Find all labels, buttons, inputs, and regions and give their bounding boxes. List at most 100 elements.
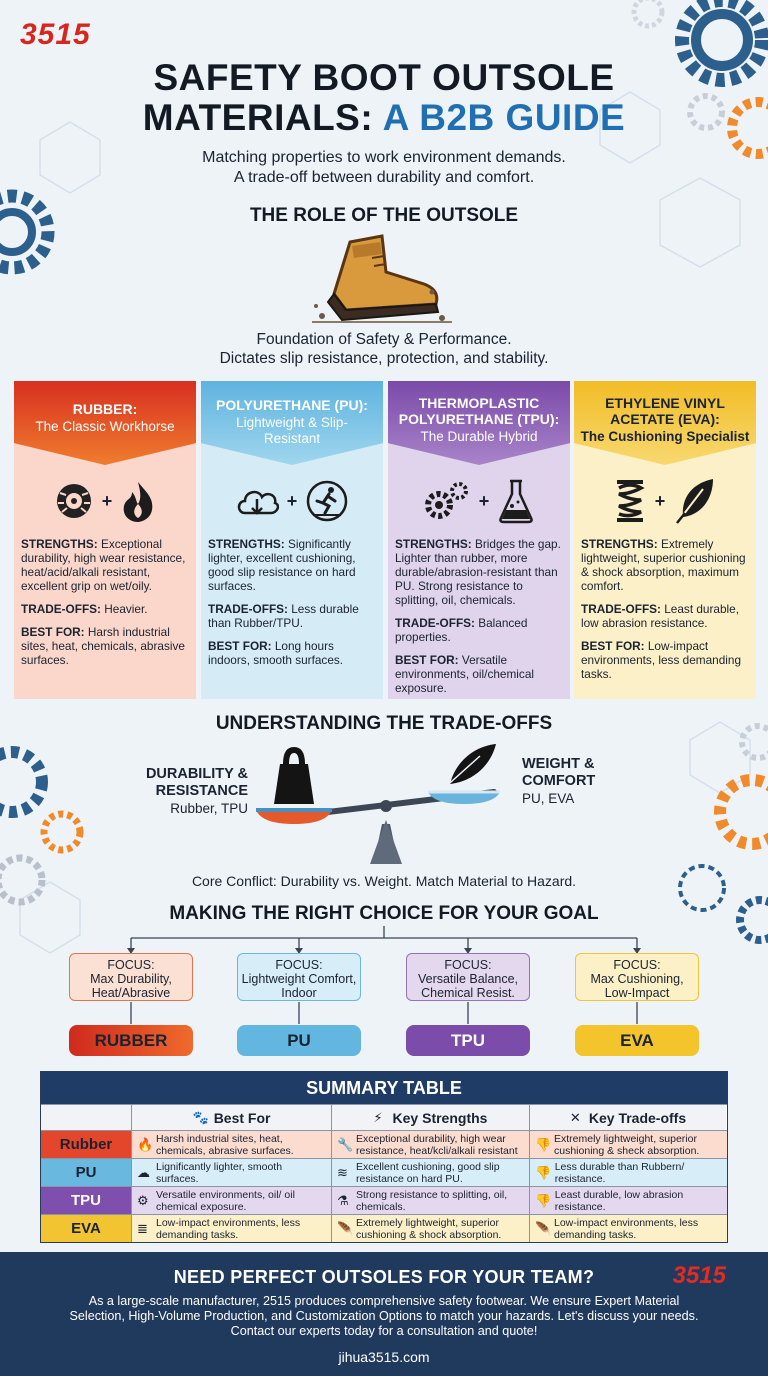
material-tradeoffs: Less durable than Rubber/TPU.: [208, 602, 359, 630]
focus-box-eva: FOCUS: Max Cushioning, Low-Impact: [575, 953, 699, 1001]
scale-label-durability: DURABILITY & RESISTANCE Rubber, TPU: [145, 766, 248, 816]
material-header: RUBBER: The Classic Workhorse: [14, 381, 196, 465]
scale-label-comfort: WEIGHT & COMFORT PU, EVA: [522, 756, 596, 806]
table-row: EVA ≣Low-impact environments, less deman…: [41, 1214, 727, 1242]
material-name: THERMOPLASTIC POLYURETHANE (TPU):: [398, 395, 560, 427]
page-title: SAFETY BOOT OUTSOLE MATERIALS: A B2B GUI…: [0, 58, 768, 138]
thumbs-down-icon: 👎: [535, 1192, 552, 1208]
slip-warning-icon: [307, 480, 348, 522]
material-header: THERMOPLASTIC POLYURETHANE (TPU): The Du…: [388, 381, 570, 465]
material-details: STRENGTHS: Bridges the gap. Lighter than…: [395, 537, 561, 695]
subtitle-line-1: Matching properties to work environment …: [202, 149, 566, 166]
thumbs-down-icon: 👎: [535, 1136, 552, 1152]
cloud-icon: ☁: [137, 1164, 150, 1180]
material-strengths: Significantly lighter, excellent cushion…: [208, 537, 356, 593]
material-icons: +: [574, 465, 756, 537]
material-details: STRENGTHS: Significantly lighter, excell…: [208, 537, 359, 667]
focus-box-pu: FOCUS: Lightweight Comfort, Indoor: [237, 953, 361, 1001]
brand-logo: 3515: [20, 18, 91, 51]
wind-icon: ≋: [337, 1164, 348, 1180]
material-card-rubber: RUBBER: The Classic Workhorse + STRENGTH…: [14, 381, 196, 699]
material-strengths: Bridges the gap. Lighter than rubber, mo…: [395, 537, 561, 607]
footer-heading: NEED PERFECT OUTSOLES FOR YOUR TEAM?: [173, 1267, 595, 1287]
material-icons: +: [14, 465, 196, 537]
choice-connector-lines: [127, 926, 641, 1024]
thumbs-down-icon: 👎: [535, 1164, 552, 1180]
feather-icon: 🪶: [337, 1220, 354, 1236]
material-subtitle: The Cushioning Specialist: [580, 429, 750, 444]
material-name: RUBBER:: [72, 401, 138, 417]
focus-box-tpu: FOCUS: Versatile Balance, Chemical Resis…: [406, 953, 530, 1001]
row-label: TPU: [41, 1187, 131, 1214]
subtitle: Matching properties to work environment …: [0, 148, 768, 188]
title-line-2: MATERIALS: A B2B GUIDE: [0, 98, 768, 138]
material-subtitle: The Durable Hybrid: [420, 429, 538, 444]
footer-website-link[interactable]: jihua3515.com: [338, 1349, 430, 1365]
feather-icon: 🪶: [535, 1220, 552, 1236]
paw-icon: 🐾: [192, 1109, 209, 1125]
material-strengths: Exceptional durability, high wear resist…: [21, 537, 186, 593]
role-heading: THE ROLE OF THE OUTSOLE: [249, 205, 519, 226]
wrench-icon: 🔧: [337, 1136, 354, 1152]
material-name: ETHYLENE VINYL ACETATE (EVA):: [605, 395, 725, 427]
material-tradeoffs: Balanced properties.: [395, 616, 528, 644]
footer-banner: 3515 NEED PERFECT OUTSOLES FOR YOUR TEAM…: [0, 1252, 768, 1376]
pill-pu: PU: [237, 1025, 361, 1056]
gears-icon: [424, 482, 468, 519]
pill-tpu: TPU: [406, 1025, 530, 1056]
pill-rubber: RUBBER: [69, 1025, 193, 1056]
role-description: Foundation of Safety & Performance. Dict…: [0, 330, 768, 368]
material-card-pu: POLYURETHANE (PU): Lightweight & Slip-Re…: [201, 381, 383, 699]
title-part-a: MATERIALS:: [142, 97, 374, 138]
cross-icon: ✕: [569, 1109, 581, 1125]
material-icons: +: [201, 465, 383, 537]
role-line-1: Foundation of Safety & Performance.: [256, 331, 512, 348]
table-row: PU ☁Lignificantly lighter, smooth surfac…: [41, 1158, 727, 1186]
balance-scale-icon: [256, 744, 500, 864]
weight-icon: [274, 746, 314, 804]
material-best-for: Harsh industrial sites, heat, chemicals,…: [21, 625, 185, 667]
material-best-for: Long hours indoors, smooth surfaces.: [208, 639, 344, 667]
material-tradeoffs: Heavier.: [104, 602, 148, 616]
cloud-icon: [237, 490, 279, 515]
material-header: ETHYLENE VINYL ACETATE (EVA): The Cushio…: [574, 381, 756, 465]
row-label: PU: [41, 1159, 131, 1186]
material-card-tpu: THERMOPLASTIC POLYURETHANE (TPU): The Du…: [388, 381, 570, 699]
plus-sign: +: [286, 490, 298, 511]
feather-icon: [676, 479, 714, 524]
boot-icon: [312, 234, 452, 323]
summary-table-title: SUMMARY TABLE: [41, 1072, 727, 1104]
tradeoff-heading: UNDERSTANDING THE TRADE-OFFS: [215, 713, 553, 734]
flame-icon: [123, 482, 153, 522]
title-part-b: A B2B GUIDE: [382, 97, 626, 138]
spring-icon: [616, 480, 645, 522]
material-subtitle: Lightweight & Slip-Resistant: [236, 415, 348, 446]
core-conflict-text: Core Conflict: Durability vs. Weight. Ma…: [191, 873, 577, 889]
flame-icon: 🔥: [137, 1136, 154, 1152]
choice-heading: MAKING THE RIGHT CHOICE FOR YOUR GOAL: [169, 903, 599, 924]
summary-table: SUMMARY TABLE 🐾Best For ⚡ Key Strengths ✕…: [40, 1071, 728, 1243]
gears-icon: ⚙: [137, 1192, 149, 1208]
footer-logo: 3515: [672, 1262, 726, 1289]
subtitle-line-2: A trade-off between durability and comfo…: [233, 169, 535, 186]
pill-eva: EVA: [575, 1025, 699, 1056]
lightning-icon: ⚡: [373, 1109, 383, 1125]
role-line-2: Dictates slip resistance, protection, an…: [219, 350, 549, 367]
table-row: Rubber 🔥Harsh industrial sites, heat, ch…: [41, 1130, 727, 1158]
material-subtitle: The Classic Workhorse: [35, 419, 175, 434]
material-best-for: Versatile environments, oil/chemical exp…: [395, 653, 534, 695]
flask-icon: ⚗: [337, 1192, 349, 1208]
row-label: EVA: [41, 1215, 131, 1242]
material-strengths: Extremely lightweight, superior cushioni…: [581, 537, 746, 593]
plus-sign: +: [478, 490, 490, 511]
plus-sign: +: [654, 490, 666, 511]
material-name: POLYURETHANE (PU):: [216, 397, 368, 413]
material-best-for: Low-impact environments, less demanding …: [581, 639, 742, 681]
title-line-1: SAFETY BOOT OUTSOLE: [153, 57, 615, 98]
table-header: Key Strengths: [392, 1109, 488, 1126]
table-header: Best For: [213, 1109, 271, 1126]
table-header-row: 🐾Best For ⚡Key Strengths ✕Key Trade-offs: [41, 1104, 727, 1130]
spring-icon: ≣: [137, 1220, 148, 1236]
footer-text: As a large-scale manufacturer, 2515 prod…: [69, 1294, 699, 1338]
material-header: POLYURETHANE (PU): Lightweight & Slip-Re…: [201, 381, 383, 465]
